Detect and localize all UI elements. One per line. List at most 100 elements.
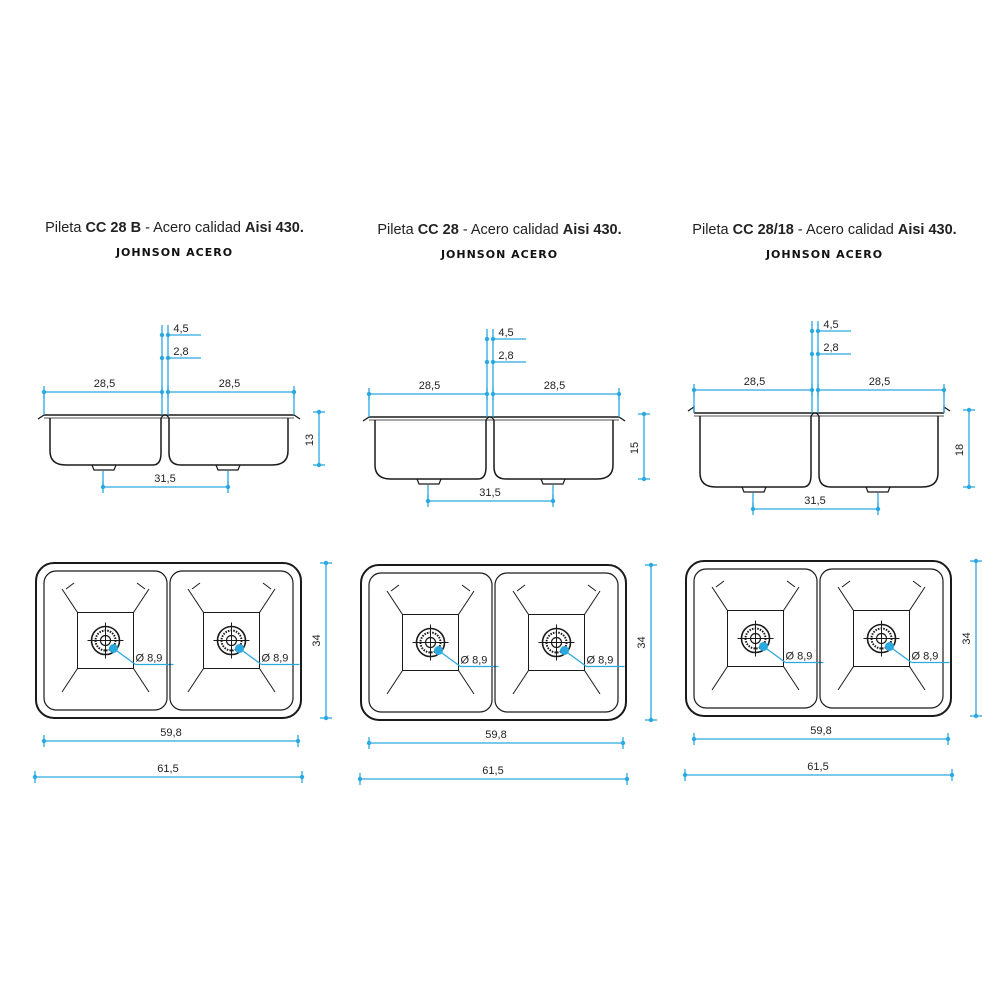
right-slope-bl: [837, 666, 854, 691]
model-name: CC 28: [417, 222, 459, 238]
title-mid: - Acero calidad: [458, 222, 563, 238]
inner-length-dim-arrow-end: [295, 738, 301, 744]
right-slope-bl: [512, 670, 529, 695]
right-corner-tr: [912, 580, 922, 588]
left-bowl-plan: [368, 572, 493, 713]
divider-top: [485, 416, 495, 421]
top-height-label: 34: [961, 632, 973, 644]
left-bowl-outline: [374, 420, 487, 480]
right-diameter-leader: [889, 645, 912, 664]
left-width-dim-arrow-end: [159, 389, 165, 395]
divider-top: [810, 412, 820, 417]
right-width-label: 28,5: [544, 380, 565, 392]
left-corner-tl: [390, 584, 400, 592]
right-width-dim-arrow-start: [490, 391, 496, 397]
outer-rim: [35, 562, 302, 719]
left-slope-br: [783, 666, 800, 691]
top-height-dim-arrow-start: [648, 562, 654, 568]
outer-length-dim-arrow-end: [624, 776, 630, 782]
right-bowl-outline: [168, 418, 289, 466]
left-corner-tr: [786, 580, 796, 588]
wall-dot-r: [165, 355, 171, 361]
left-corner-tr: [136, 582, 146, 590]
panel-title: Pileta CC 28/18 - Acero calidad Aisi 430…: [658, 222, 991, 238]
right-diameter-label: Ø 8,9: [262, 653, 289, 665]
right-width-dim-arrow-start: [815, 387, 821, 393]
right-corner-tr: [262, 582, 272, 590]
sink-panel-cc28b: Pileta CC 28 B - Acero calidad Aisi 430.…: [8, 0, 341, 1000]
title-prefix: Pileta: [377, 222, 418, 238]
right-strainer-cross: [863, 620, 900, 657]
title-mid: - Acero calidad: [793, 222, 898, 238]
wall-label: 2,8: [498, 350, 513, 362]
left-drain-plate: [727, 610, 784, 667]
right-diameter-label: Ø 8,9: [912, 651, 939, 663]
left-strainer-cross: [737, 620, 774, 657]
left-width-dim-arrow-end: [484, 391, 490, 397]
inner-length-dim-arrow-end: [620, 740, 626, 746]
left-bowl-plan: [43, 570, 168, 711]
right-bowl-outline: [818, 416, 939, 488]
depth-label: 13: [304, 434, 316, 446]
divider-top: [160, 414, 170, 419]
left-drain-outlet: [741, 486, 767, 493]
left-bowl-plan: [693, 568, 818, 709]
rim-left: [687, 405, 695, 413]
depth-label: 15: [629, 442, 641, 454]
rim-left: [362, 416, 370, 422]
inner-length-label: 59,8: [160, 727, 181, 739]
top-height-dim-arrow-start: [973, 558, 979, 564]
rim-offset-dot-l: [809, 328, 815, 334]
wall-dot-r: [815, 351, 821, 357]
title-prefix: Pileta: [692, 222, 733, 238]
left-bowl-outline: [49, 418, 162, 466]
rim-offset-dot-r: [815, 328, 821, 334]
drain-spacing-label: 31,5: [154, 473, 175, 485]
left-slope-bl: [386, 670, 403, 695]
right-slope-tr: [909, 586, 926, 611]
depth-dim-arrow-end: [316, 462, 322, 468]
depth-dim-arrow-end: [641, 476, 647, 482]
steel-grade: Aisi 430.: [897, 222, 957, 238]
right-slope-tl: [512, 590, 529, 615]
right-corner-tl: [516, 584, 526, 592]
model-name: CC 28 B: [85, 220, 142, 236]
left-drain-outlet: [91, 464, 117, 471]
left-width-label: 28,5: [419, 380, 440, 392]
brand-name: JOHNSON ACERO: [440, 248, 559, 261]
right-slope-tr: [584, 590, 601, 615]
sink-panel-cc28-18: Pileta CC 28/18 - Acero calidad Aisi 430…: [658, 0, 991, 1000]
outer-length-dim-arrow-start: [682, 772, 688, 778]
right-slope-tr: [259, 588, 276, 613]
depth-dim-arrow-end: [966, 484, 972, 490]
right-strainer-cross: [538, 624, 575, 661]
brand-name: JOHNSON ACERO: [765, 248, 884, 261]
title-prefix: Pileta: [45, 220, 86, 236]
left-drain-outlet: [416, 478, 442, 485]
rim-offset-dot-r: [490, 336, 496, 342]
left-strainer-cross: [87, 622, 124, 659]
top-height-dim-arrow-end: [648, 717, 654, 723]
inner-length-dim-arrow-end: [945, 736, 951, 742]
left-corner-tr: [461, 584, 471, 592]
depth-dim-arrow-start: [966, 407, 972, 413]
rim-offset-dot-l: [484, 336, 490, 342]
left-diameter-leader: [438, 649, 461, 668]
rim-right: [943, 405, 951, 413]
top-height-dim-arrow-end: [973, 713, 979, 719]
wall-dot-l: [159, 355, 165, 361]
rim-offset-dot-r: [165, 332, 171, 338]
outer-length-label: 61,5: [482, 765, 503, 777]
left-slope-tr: [458, 590, 475, 615]
panel-title: Pileta CC 28 - Acero calidad Aisi 430.: [333, 222, 666, 238]
wall-label: 2,8: [173, 346, 188, 358]
rim-right: [293, 414, 301, 420]
panel-title: Pileta CC 28 B - Acero calidad Aisi 430.: [8, 220, 341, 236]
inner-length-dim-arrow-start: [691, 736, 697, 742]
right-strainer-cross: [213, 622, 250, 659]
top-height-dim-arrow-start: [323, 560, 329, 566]
wall-dot-l: [809, 351, 815, 357]
